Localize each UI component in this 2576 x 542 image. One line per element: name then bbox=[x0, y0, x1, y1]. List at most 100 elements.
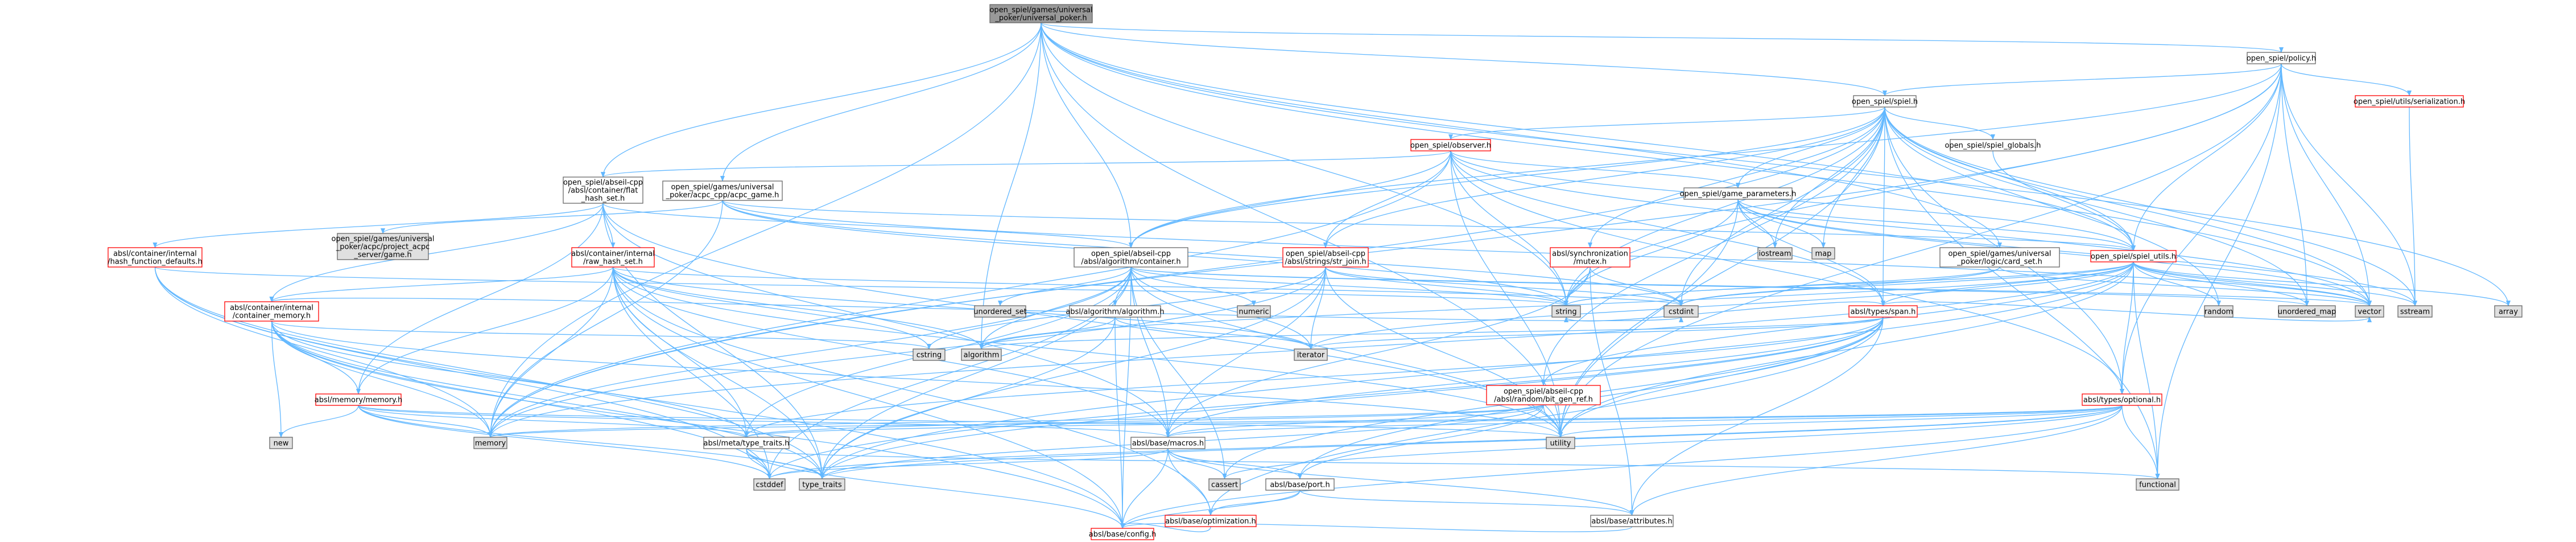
node-raw_hash_set[interactable]: absl/container/internal/raw_hash_set.h bbox=[571, 247, 655, 268]
node-iterator: iterator bbox=[1294, 348, 1328, 361]
node-box bbox=[571, 247, 655, 268]
edge-algorithm_h-to-type_traits bbox=[820, 317, 1116, 479]
edge-spiel-to-observer bbox=[1448, 106, 1885, 140]
node-label: _poker/acpc/project_acpc bbox=[336, 243, 430, 252]
node-observer[interactable]: open_spiel/observer.h bbox=[1410, 139, 1491, 151]
node-label: /hash_function_defaults.h bbox=[108, 258, 203, 266]
node-cassert: cassert bbox=[1208, 478, 1241, 491]
edge-spiel-to-unordered_map bbox=[1884, 106, 2309, 306]
node-box bbox=[2397, 305, 2433, 318]
node-bit_gen_ref[interactable]: open_spiel/abseil-cpp/absl/random/bit_ge… bbox=[1486, 385, 1601, 405]
node-label: /mutex.h bbox=[1574, 258, 1607, 266]
edge-spiel_utils-to-utility bbox=[1558, 261, 2134, 438]
node-box bbox=[1546, 437, 1575, 449]
node-port[interactable]: absl/base/port.h bbox=[1265, 478, 1335, 491]
node-box bbox=[1282, 247, 1369, 268]
node-box bbox=[108, 247, 203, 268]
edge-observer-to-optional bbox=[1450, 150, 2124, 395]
edge-root-to-acpc_game bbox=[720, 22, 1042, 182]
edge-optional-to-macros bbox=[1166, 405, 2123, 438]
node-str_join[interactable]: open_spiel/abseil-cpp/absl/strings/str_j… bbox=[1282, 247, 1369, 268]
edge-spiel-to-iostream bbox=[1773, 106, 1885, 248]
edge-raw_hash_set-to-memory bbox=[488, 266, 614, 438]
node-box bbox=[2278, 305, 2336, 318]
node-mutex[interactable]: absl/synchronization/mutex.h bbox=[1550, 247, 1630, 268]
edge-container_memory-to-memory bbox=[271, 321, 493, 438]
node-box bbox=[1853, 95, 1917, 108]
edge-spiel-to-functional bbox=[1884, 106, 2160, 479]
edge-observer-to-vector bbox=[1450, 150, 2372, 306]
node-label: open_spiel/abseil-cpp bbox=[563, 179, 643, 187]
edge-container_memory-to-cstring bbox=[271, 321, 931, 350]
node-label: string bbox=[1555, 308, 1576, 317]
edge-attributes-to-config bbox=[1120, 523, 1633, 532]
node-label: /raw_hash_set.h bbox=[583, 258, 643, 266]
node-card_set[interactable]: open_spiel/games/universal_poker/logic/c… bbox=[1939, 247, 2060, 268]
node-game_parameters[interactable]: open_spiel/game_parameters.h bbox=[1680, 187, 1797, 200]
node-type_traits_h[interactable]: absl/meta/type_traits.h bbox=[703, 437, 790, 449]
edge-port-to-optimization bbox=[1208, 490, 1301, 516]
edge-raw_hash_set-to-cstring bbox=[612, 266, 931, 350]
node-box bbox=[753, 478, 786, 491]
edge-layer bbox=[152, 22, 2511, 532]
edge-spiel_utils-to-array bbox=[2133, 261, 2511, 306]
edge-memory_h-to-type_traits_h bbox=[358, 405, 749, 438]
node-box bbox=[1811, 247, 1835, 260]
edge-container_memory-to-config bbox=[271, 321, 1125, 529]
node-config[interactable]: absl/base/config.h bbox=[1089, 528, 1157, 540]
node-span[interactable]: absl/types/span.h bbox=[1848, 305, 1918, 318]
edge-spiel-to-str_join bbox=[1323, 106, 1885, 248]
node-serialization[interactable]: open_spiel/utils/serialization.h bbox=[2354, 95, 2465, 108]
node-label: absl/container/internal bbox=[230, 304, 313, 313]
edge-optional-to-type_traits_h bbox=[744, 405, 2123, 438]
edge-macros-to-cassert bbox=[1167, 448, 1227, 479]
node-box bbox=[1848, 305, 1918, 318]
node-cstring: cstring bbox=[913, 348, 946, 361]
edge-policy-to-string bbox=[1564, 63, 2282, 306]
edge-raw_hash_set-to-type_traits_h bbox=[612, 266, 749, 438]
edge-container-to-type_traits bbox=[820, 266, 1132, 479]
node-spiel_utils[interactable]: open_spiel/spiel_utils.h bbox=[2090, 250, 2177, 262]
node-label: absl/container/internal bbox=[571, 250, 655, 258]
edge-span-to-macros bbox=[1166, 317, 1884, 438]
node-box bbox=[961, 348, 1002, 361]
node-spiel_globals[interactable]: open_spiel/spiel_globals.h bbox=[1945, 139, 2041, 151]
node-policy[interactable]: open_spiel/policy.h bbox=[2247, 52, 2316, 64]
node-spiel[interactable]: open_spiel/spiel.h bbox=[1852, 95, 1918, 108]
edge-hash_function_defaults-to-memory bbox=[154, 266, 493, 438]
node-utility: utility bbox=[1546, 437, 1575, 449]
node-label: cstddef bbox=[756, 481, 783, 490]
node-optimization[interactable]: absl/base/optimization.h bbox=[1165, 515, 1257, 527]
node-container[interactable]: open_spiel/abseil-cpp/absl/algorithm/con… bbox=[1074, 247, 1188, 268]
edge-span-to-algorithm bbox=[979, 317, 1884, 350]
node-attributes[interactable]: absl/base/attributes.h bbox=[1590, 515, 1674, 527]
node-hash_function_defaults[interactable]: absl/container/internal/hash_function_de… bbox=[108, 247, 203, 268]
edge-observer-to-spiel_utils bbox=[1450, 150, 2136, 251]
node-label: _poker/acpc_cpp/acpc_game.h bbox=[666, 191, 779, 200]
node-flat_hash_set[interactable]: open_spiel/abseil-cpp/absl/container/fla… bbox=[563, 176, 643, 204]
edge-mutex-to-cstdint bbox=[1590, 266, 1683, 306]
edge-optional-to-cstddef bbox=[767, 405, 2123, 479]
node-root[interactable]: open_spiel/games/universal_poker/univers… bbox=[989, 4, 1093, 23]
node-acpc_game[interactable]: open_spiel/games/universal_poker/acpc_cp… bbox=[662, 180, 783, 201]
edge-game_parameters-to-map bbox=[1737, 199, 1826, 248]
edge-root-to-flat_hash_set bbox=[601, 22, 1042, 178]
node-box bbox=[1294, 348, 1328, 361]
edge-container-to-vector bbox=[1130, 266, 2372, 306]
node-box bbox=[2204, 305, 2234, 318]
node-box bbox=[662, 180, 783, 201]
node-box bbox=[337, 233, 429, 260]
node-box bbox=[1486, 385, 1601, 405]
edge-spiel_utils-to-functional bbox=[2133, 261, 2160, 479]
edge-flat_hash_set-to-hash_function_defaults bbox=[152, 203, 604, 248]
node-box bbox=[1091, 528, 1154, 540]
node-container_memory[interactable]: absl/container/internal/container_memory… bbox=[224, 301, 319, 322]
node-algorithm_h[interactable]: absl/algorithm/algorithm.h bbox=[1066, 305, 1165, 318]
edge-raw_hash_set-to-cstdint bbox=[612, 266, 1683, 306]
node-memory_h[interactable]: absl/memory/memory.h bbox=[315, 393, 403, 406]
edge-game_parameters-to-iostream bbox=[1737, 199, 1777, 248]
node-optional[interactable]: absl/types/optional.h bbox=[2082, 393, 2162, 406]
edge-str_join-to-memory bbox=[488, 266, 1326, 438]
edge-policy-to-functional bbox=[2155, 63, 2282, 479]
node-macros[interactable]: absl/base/macros.h bbox=[1130, 437, 1206, 449]
